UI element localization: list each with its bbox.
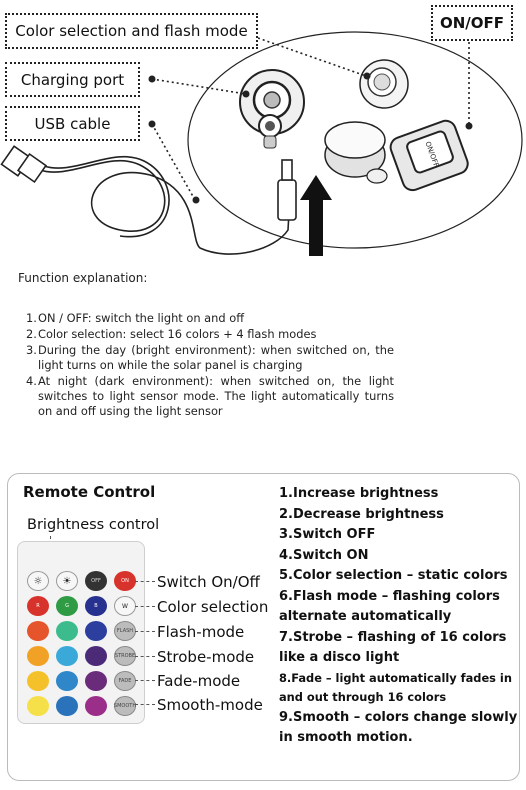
color-button <box>85 696 107 716</box>
label-color-selection: Color selection <box>157 598 269 616</box>
brightness-down-button: ☀ <box>56 571 78 591</box>
leader <box>135 704 155 705</box>
color-button <box>56 646 78 666</box>
label-flash-mode: Flash-mode <box>157 623 245 641</box>
solar-cylinder-illustration <box>324 121 388 184</box>
leader <box>135 656 155 657</box>
charging-port-illustration <box>239 69 305 149</box>
brightness-up-button: ☼ <box>27 571 49 591</box>
smooth-button: SMOOTH <box>114 696 136 716</box>
list-item: 4.At night (dark environment): when swit… <box>26 374 394 418</box>
list-item: 6.Flash mode – flashing colors alternate… <box>279 588 500 625</box>
list-item: 2.Decrease brightness <box>279 506 444 522</box>
color-button <box>56 671 78 691</box>
label-fade-mode: Fade-mode <box>157 672 241 690</box>
leader <box>135 606 155 607</box>
label-on-off: ON/OFF <box>431 5 513 41</box>
color-button <box>56 621 78 641</box>
color-button <box>27 646 49 666</box>
label-switch-on-off: Switch On/Off <box>157 573 260 591</box>
blue-button: B <box>85 596 107 616</box>
remote-control-panel <box>7 473 520 781</box>
on-button: ON <box>114 571 136 591</box>
label-smooth-mode: Smooth-mode <box>157 696 263 714</box>
list-item: 1.Increase brightness <box>279 486 439 501</box>
leader <box>135 631 155 632</box>
off-button: OFF <box>85 571 107 591</box>
usb-cable-illustration <box>0 145 297 255</box>
green-button: G <box>56 596 78 616</box>
label-usb-cable: USB cable <box>5 106 140 141</box>
fade-button: FADE <box>114 671 136 691</box>
list-item: 2.Color selection: select 16 colors + 4 … <box>26 327 317 341</box>
list-item: 8.Fade – light automatically fades in an… <box>279 670 512 705</box>
color-button <box>27 696 49 716</box>
up-arrow-icon <box>300 175 332 256</box>
strobe-button: STROBE <box>114 646 136 666</box>
remote-control-title: Remote Control <box>23 483 156 501</box>
list-item: 7.Strobe – flashing of 16 colors like a … <box>279 629 507 666</box>
on-off-switch-illustration: ON/OFF <box>389 119 469 192</box>
list-item: 1.ON / OFF: switch the light on and off <box>26 311 245 325</box>
label-charging-port: Charging port <box>5 62 140 97</box>
color-button <box>85 646 107 666</box>
color-button <box>27 621 49 641</box>
color-button <box>85 671 107 691</box>
list-item: 3.During the day (bright environment): w… <box>26 343 394 372</box>
list-item: 9.Smooth – colors change slowly in smoot… <box>279 709 518 746</box>
light-sensor-illustration <box>359 59 409 109</box>
brightness-control-label: Brightness control <box>27 517 160 533</box>
list-item: 3.Switch OFF <box>279 527 376 542</box>
label-color-mode: Color selection and flash mode <box>5 13 258 49</box>
leader <box>135 680 155 681</box>
function-explanation-title: Function explanation: <box>18 271 148 285</box>
remote-function-list: 1.Increase brightness 2.Decrease brightn… <box>279 484 523 749</box>
leader <box>135 581 155 582</box>
leader-lines <box>151 37 470 201</box>
white-button: W <box>114 596 136 616</box>
color-button <box>27 671 49 691</box>
red-button: R <box>27 596 49 616</box>
remote-illustration: ☼ ☀ OFF ON R G B W FLASH STROBE FADE SMO… <box>17 541 145 724</box>
list-item: 5.Color selection – static colors <box>279 568 508 583</box>
flash-button: FLASH <box>114 621 136 641</box>
color-button <box>85 621 107 641</box>
list-item: 4.Switch ON <box>279 547 369 563</box>
label-strobe-mode: Strobe-mode <box>157 648 255 666</box>
function-explanation-list: 1.ON / OFF: switch the light on and off … <box>26 311 394 420</box>
color-button <box>56 696 78 716</box>
product-diagram: ON/OFF <box>0 31 523 256</box>
